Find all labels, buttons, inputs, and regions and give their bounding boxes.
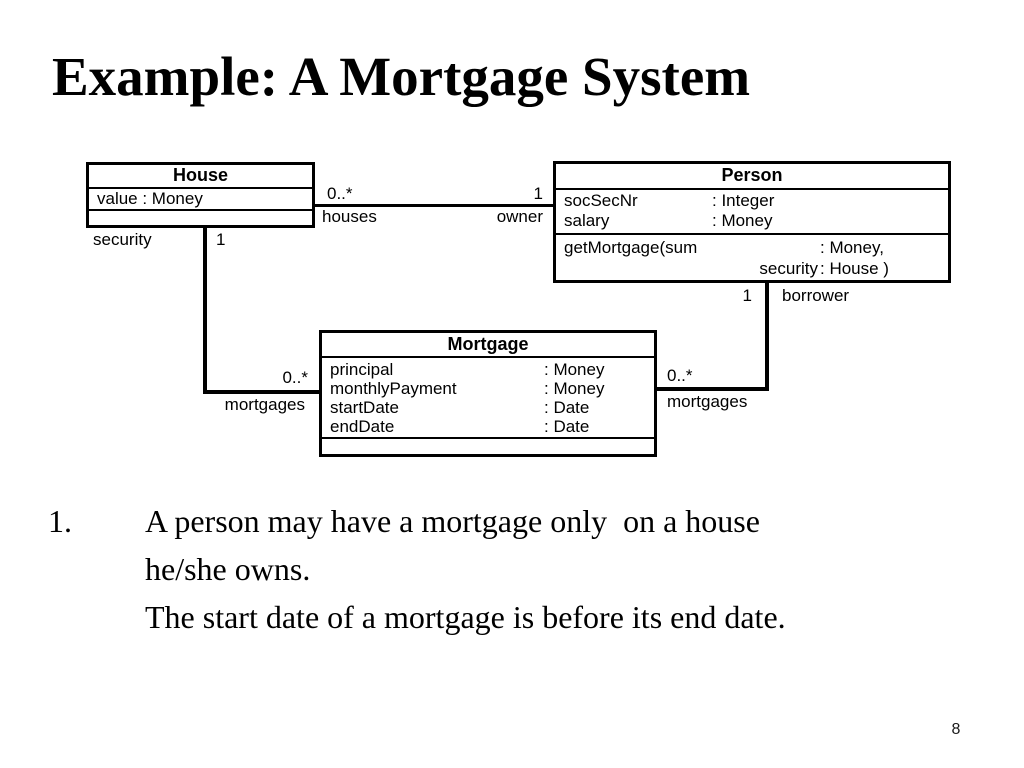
note-number: 1. [48, 503, 72, 539]
role-borrower: borrower [782, 286, 850, 305]
attribute-type: : Date [544, 398, 590, 417]
attribute-type: : Integer [712, 191, 775, 210]
multiplicity-mortgages-right: 0..* [667, 366, 693, 385]
note-line-3: The start date of a mortgage is before i… [145, 599, 786, 635]
note-line-2: he/she owns. [145, 551, 311, 587]
association-house-mortgage-vertical-line [203, 227, 207, 394]
association-person-mortgage-vertical-line [765, 283, 769, 391]
attribute-type: : Money [544, 379, 605, 398]
attribute-startdate: startDate : Date [330, 398, 654, 417]
class-name-house: House [89, 165, 312, 189]
multiplicity-security: 1 [216, 230, 226, 249]
role-mortgages-left: mortgages [224, 395, 305, 414]
person-attributes: socSecNr : Integer salary : Money [556, 190, 948, 235]
operation-getmortgage-line1: getMortgage(sum : Money, [564, 237, 948, 258]
attribute-name: endDate [330, 417, 395, 436]
attribute-name: salary [564, 211, 610, 230]
note-text: A person may have a mortgage only on a h… [145, 497, 786, 641]
attribute-type: : Money [712, 211, 773, 230]
attribute-monthlypayment: monthlyPayment : Money [330, 379, 654, 398]
attribute-type: : Money [544, 360, 605, 379]
role-security: security [93, 230, 152, 249]
association-house-person-line [314, 204, 553, 207]
page-number: 8 [951, 721, 961, 738]
role-houses: houses [322, 207, 377, 226]
class-box-house: House value : Money [86, 162, 315, 228]
attribute-value: value : Money [97, 189, 203, 208]
operation-param-type: : House ) [820, 259, 889, 278]
multiplicity-mortgages-left: 0..* [282, 368, 308, 387]
multiplicity-owner: 1 [533, 184, 543, 203]
attribute-name: startDate [330, 398, 399, 417]
operation-name: getMortgage(sum [564, 238, 698, 257]
mortgage-attributes: principal : Money monthlyPayment : Money… [322, 358, 654, 439]
role-mortgages-right: mortgages [667, 392, 748, 411]
association-house-mortgage-horizontal-line [203, 390, 319, 394]
multiplicity-houses: 0..* [327, 184, 353, 203]
attribute-salary: salary : Money [564, 211, 948, 231]
operation-param-type: : Money, [820, 238, 884, 257]
house-attributes: value : Money [89, 189, 312, 211]
attribute-name: monthlyPayment [330, 379, 457, 398]
role-owner: owner [496, 207, 543, 226]
operation-getmortgage-line2: security : House ) [564, 258, 948, 279]
class-box-mortgage: Mortgage principal : Money monthlyPaymen… [319, 330, 657, 457]
note-line-1: A person may have a mortgage only on a h… [145, 503, 760, 539]
person-operations: getMortgage(sum : Money, security : Hous… [556, 235, 948, 279]
attribute-type: : Date [544, 417, 590, 436]
attribute-socsecnr: socSecNr : Integer [564, 191, 948, 211]
association-person-mortgage-horizontal-line [657, 387, 769, 391]
class-name-mortgage: Mortgage [322, 333, 654, 358]
multiplicity-borrower: 1 [742, 286, 752, 305]
class-name-person: Person [556, 164, 948, 190]
attribute-name: principal [330, 360, 394, 379]
attribute-principal: principal : Money [330, 360, 654, 379]
operation-param-name: security [759, 259, 818, 278]
page-title: Example: A Mortgage System [52, 46, 751, 107]
attribute-name: socSecNr [564, 191, 638, 210]
notes-list: 1. A person may have a mortgage only on … [48, 497, 968, 641]
attribute-enddate: endDate : Date [330, 417, 654, 436]
class-box-person: Person socSecNr : Integer salary : Money… [553, 161, 951, 283]
